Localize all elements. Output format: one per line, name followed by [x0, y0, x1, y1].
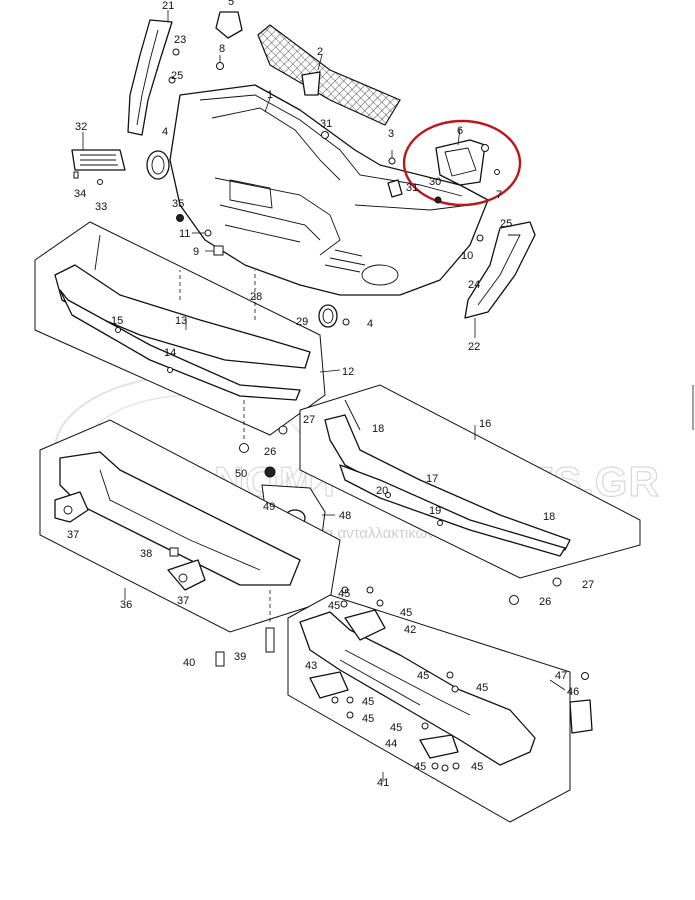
callout-3: 3	[388, 128, 394, 140]
callout-37: 37	[67, 529, 79, 541]
lower-absorber-panel-box	[299, 384, 641, 605]
fog-lamp-bezel-upper	[146, 150, 170, 180]
callout-50: 50	[235, 468, 247, 480]
callout-18: 18	[372, 423, 384, 435]
callout-25: 25	[171, 70, 183, 82]
callout-1: 1	[267, 89, 273, 101]
highlighted-bracket-assembly	[402, 119, 522, 207]
left-hardware	[176, 214, 224, 256]
callout-45-d: 45	[417, 670, 429, 682]
callout-31: 31	[320, 118, 332, 130]
callout-38: 38	[140, 548, 152, 560]
callout-44: 44	[385, 738, 397, 750]
callout-35: 35	[172, 198, 184, 210]
callout-43: 43	[305, 660, 317, 672]
callout-39: 39	[234, 651, 246, 663]
callout-15: 15	[111, 315, 123, 327]
callout-22: 22	[468, 341, 480, 353]
callout-20: 20	[376, 485, 388, 497]
callout-11: 11	[179, 228, 190, 240]
callout-13: 13	[175, 315, 187, 327]
callout-45-j: 45	[471, 761, 483, 773]
callout-17: 17	[426, 473, 438, 485]
right-side-bracket	[464, 221, 536, 319]
callout-48: 48	[339, 510, 351, 522]
callout-45-c: 45	[400, 607, 412, 619]
callout-14: 14	[164, 347, 176, 359]
callout-19: 19	[429, 505, 441, 517]
callout-46: 46	[567, 686, 579, 698]
callout-18-b: 18	[543, 511, 555, 523]
callout-42: 42	[404, 624, 416, 636]
callout-32: 32	[75, 121, 87, 133]
callout-33: 33	[95, 201, 107, 213]
fog-lamp-bezel-lower	[318, 304, 350, 328]
callout-25-b: 25	[500, 218, 512, 230]
callout-8: 8	[219, 43, 225, 55]
callout-4: 4	[162, 126, 168, 138]
absorber-panel-box	[34, 221, 326, 436]
callout-16: 16	[479, 418, 491, 430]
license-plate-bracket	[71, 149, 126, 185]
callout-37-b: 37	[177, 595, 189, 607]
callout-26: 26	[264, 446, 276, 458]
callout-45-g: 45	[362, 713, 374, 725]
callout-24: 24	[468, 279, 480, 291]
callout-45-b: 45	[328, 600, 340, 612]
upper-fittings	[215, 11, 403, 198]
under-tray-box	[287, 586, 593, 823]
callout-23: 23	[174, 34, 186, 46]
callouts: 21 23 25 5 8 2 1 6 3 31 31 32 34 33 4 30…	[67, 0, 594, 789]
callout-2: 2	[317, 46, 323, 58]
callout-45-a: 45	[338, 588, 350, 600]
callout-45-e: 45	[476, 682, 488, 694]
highlight-ring	[402, 119, 522, 207]
callout-21: 21	[162, 0, 174, 12]
callout-27: 27	[303, 414, 315, 426]
callout-12: 12	[342, 366, 354, 378]
left-side-bracket	[127, 19, 180, 136]
callout-28: 28	[250, 291, 262, 303]
callout-5: 5	[228, 0, 234, 8]
callout-9: 9	[193, 246, 199, 258]
panel-clips-left	[239, 400, 288, 453]
leader-lines	[82, 10, 566, 782]
callout-30: 30	[429, 176, 441, 188]
callout-45-f: 45	[362, 696, 374, 708]
callout-47: 47	[555, 670, 567, 682]
callout-34: 34	[74, 188, 86, 200]
bumper-cover	[169, 84, 489, 296]
crossmember-box	[39, 419, 341, 667]
callout-41: 41	[377, 777, 389, 789]
callout-26-b: 26	[539, 596, 551, 608]
callout-7: 7	[496, 189, 502, 201]
callout-4-b: 4	[367, 318, 373, 330]
callout-29: 29	[296, 316, 308, 328]
callout-27-b: 27	[582, 579, 594, 591]
callout-45-h: 45	[390, 722, 402, 734]
callout-10: 10	[461, 250, 473, 262]
grille-mesh	[257, 24, 401, 126]
callout-45-i: 45	[414, 761, 426, 773]
callout-31-b: 31	[406, 182, 418, 194]
callout-49: 49	[263, 501, 275, 513]
callout-6: 6	[457, 125, 463, 137]
callout-40: 40	[183, 657, 195, 669]
callout-36: 36	[120, 599, 132, 611]
